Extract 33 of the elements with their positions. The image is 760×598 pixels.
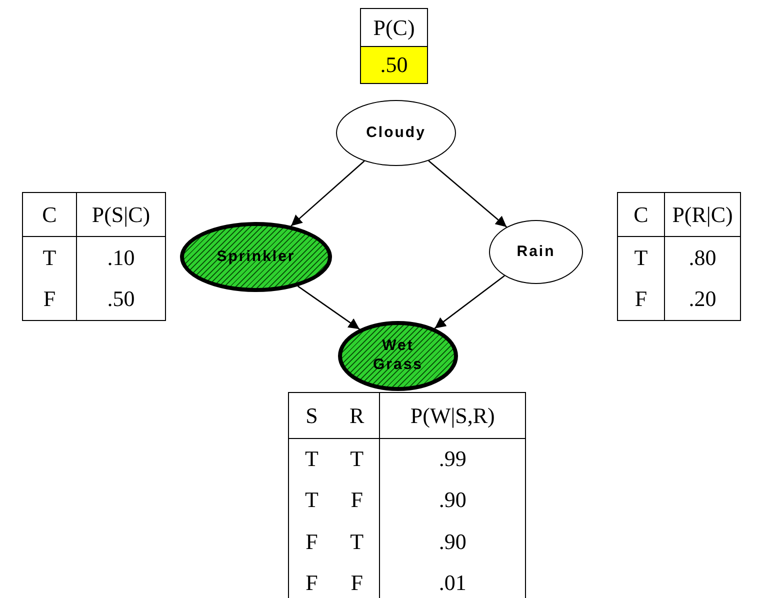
table-value: T xyxy=(288,438,334,478)
table-value: T xyxy=(288,478,334,520)
table-value: .20 xyxy=(664,278,740,320)
table-value: .10 xyxy=(76,236,166,278)
table-value: .90 xyxy=(380,478,526,520)
column-header: C xyxy=(618,192,665,236)
column-header: C xyxy=(22,192,76,236)
column-header: R xyxy=(334,392,380,438)
column-header: P(S|C) xyxy=(76,192,166,236)
column-header: P(W|S,R) xyxy=(380,392,526,438)
table-value: .80 xyxy=(664,236,740,278)
table-value: .99 xyxy=(380,438,526,478)
table-value: .01 xyxy=(380,562,526,598)
table-value: .50 xyxy=(360,46,428,84)
table-value: .50 xyxy=(76,278,166,320)
arrow xyxy=(298,286,360,330)
table-value: F xyxy=(288,520,334,562)
table-value: .90 xyxy=(380,520,526,562)
column-header: P(R|C) xyxy=(664,192,740,236)
table-value: F xyxy=(22,278,76,320)
table-value: F xyxy=(334,478,380,520)
node-label: Rain xyxy=(516,242,556,262)
table-value: T xyxy=(618,236,665,278)
table-value: F xyxy=(334,562,380,598)
arrow xyxy=(428,160,508,228)
column-header: S xyxy=(288,392,334,438)
table-value: T xyxy=(334,520,380,562)
arrow xyxy=(434,275,505,329)
table-value: T xyxy=(22,236,76,278)
table-value: F xyxy=(288,562,334,598)
table-value: T xyxy=(334,438,380,478)
table-value: F xyxy=(618,278,665,320)
node-label: Cloudy xyxy=(366,124,426,142)
